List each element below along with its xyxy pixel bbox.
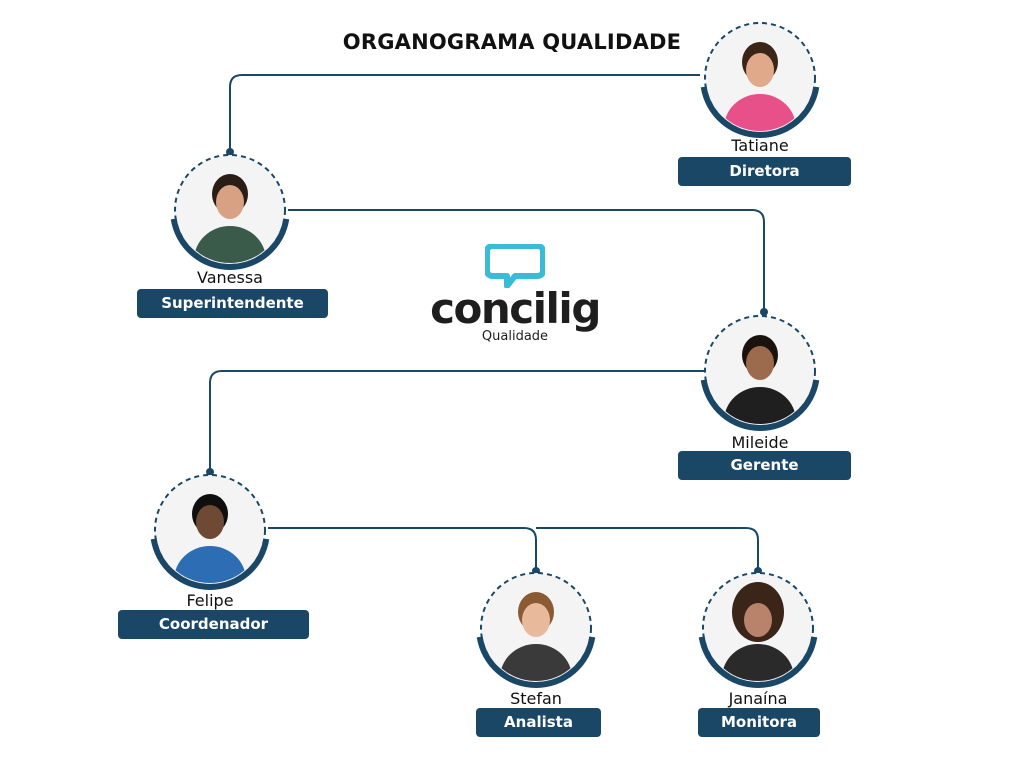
portrait-body (722, 644, 794, 681)
person-photo-icon (174, 494, 246, 583)
portrait-mileide (700, 315, 820, 431)
portrait-head (196, 505, 224, 539)
portrait-head (746, 346, 774, 380)
connector-gerente-coordenador (209, 370, 704, 472)
portrait-solid-arc (700, 379, 820, 431)
portrait-dashed-ring (704, 22, 816, 134)
portrait-body (724, 387, 796, 424)
portrait-dashed-ring (702, 572, 814, 684)
connector-diretora-superintendente (229, 74, 700, 152)
portrait-felipe (150, 474, 270, 590)
portrait-dashed-ring (154, 474, 266, 586)
connector-superintendente-gerente (288, 209, 765, 312)
person-photo-icon (724, 42, 796, 131)
role-badge-diretora: Diretora (678, 157, 851, 186)
portrait-stefan (476, 572, 596, 688)
person-name-tatiane: Tatiane (731, 136, 789, 155)
person-photo-icon (722, 582, 794, 681)
portrait-body (194, 226, 266, 263)
connectors (206, 74, 768, 575)
portrait-janaína (698, 572, 818, 688)
person-photo-icon (500, 592, 572, 681)
person-name-felipe: Felipe (186, 591, 234, 610)
person-name-vanessa: Vanessa (197, 268, 263, 287)
company-logo: concilig Qualidade (430, 244, 601, 354)
person-name-stefan: Stefan (510, 689, 562, 708)
portrait-head (744, 603, 772, 637)
portrait-solid-arc (698, 636, 818, 688)
person-name-janaína: Janaína (728, 689, 788, 708)
page-title: ORGANOGRAMA QUALIDADE (342, 30, 682, 54)
portrait-solid-arc (150, 538, 270, 590)
role-badge-superintendente: Superintendente (137, 289, 328, 318)
portrait-vanessa (170, 154, 290, 270)
portrait-dashed-ring (704, 315, 816, 427)
connector-dot (226, 148, 234, 156)
portrait-body (500, 644, 572, 681)
speech-bubble-icon (485, 244, 545, 288)
portraits (150, 22, 820, 688)
portrait-dashed-ring (480, 572, 592, 684)
portrait-solid-arc (700, 86, 820, 138)
portrait-head (522, 603, 550, 637)
logo-subtitle: Qualidade (481, 329, 549, 344)
role-badge-analista: Analista (476, 708, 601, 737)
portrait-tatiane (700, 22, 820, 138)
person-photo-icon (724, 335, 796, 424)
portrait-dashed-ring (174, 154, 286, 266)
person-name-mileide: Mileide (731, 433, 789, 452)
connector-dot (206, 468, 214, 476)
person-photo-icon (194, 174, 266, 263)
portrait-solid-arc (170, 218, 290, 270)
portrait-head (746, 53, 774, 87)
portrait-head (216, 185, 244, 219)
role-badge-coordenador: Coordenador (118, 610, 309, 639)
portrait-body (724, 94, 796, 131)
role-badge-monitora: Monitora (698, 708, 820, 737)
role-badge-gerente: Gerente (678, 451, 851, 480)
portrait-body (174, 546, 246, 583)
connector-coordenador-monitora (536, 527, 759, 571)
connector-dot (760, 308, 768, 316)
portrait-solid-arc (476, 636, 596, 688)
logo-wordmark: concilig (430, 284, 601, 333)
connector-coordenador-analista (268, 527, 537, 571)
